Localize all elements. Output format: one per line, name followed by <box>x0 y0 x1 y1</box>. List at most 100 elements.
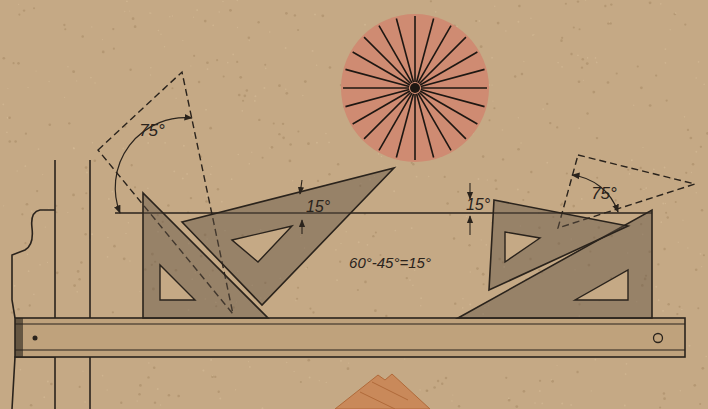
grain-dot <box>131 164 133 166</box>
grain-dot <box>282 123 284 125</box>
grain-dot <box>687 247 688 248</box>
grain-dot <box>517 188 519 190</box>
grain-dot <box>674 13 677 16</box>
grain-dot <box>607 22 609 24</box>
grain-dot <box>404 358 405 359</box>
grain-dot <box>177 395 180 398</box>
grain-dot <box>122 148 124 150</box>
grain-dot <box>231 178 233 180</box>
grain-dot <box>229 9 232 12</box>
grain-dot <box>515 405 518 408</box>
grain-dot <box>514 75 516 77</box>
grain-dot <box>17 308 19 310</box>
grain-dot <box>596 137 598 139</box>
grain-dot <box>211 166 212 167</box>
grain-dot <box>660 221 662 223</box>
grain-dot <box>138 393 140 395</box>
grain-dot <box>495 188 497 190</box>
grain-dot <box>173 170 175 172</box>
grain-dot <box>150 74 152 76</box>
grain-dot <box>491 57 493 59</box>
grain-dot <box>296 298 298 300</box>
grain-dot <box>107 237 109 239</box>
grain-dot <box>336 279 338 281</box>
grain-dot <box>665 212 667 214</box>
grain-dot <box>292 180 293 181</box>
grain-dot <box>30 404 33 407</box>
grain-dot <box>157 388 159 390</box>
grain-dot <box>420 305 422 307</box>
grain-dot <box>160 404 162 406</box>
grain-dot <box>640 188 642 190</box>
spoke <box>379 26 412 83</box>
grain-dot <box>570 53 572 55</box>
grain-dot <box>265 68 267 70</box>
grain-dot <box>657 263 659 265</box>
grain-dot <box>561 37 563 39</box>
spoke <box>421 87 487 89</box>
grain-dot <box>666 99 668 101</box>
t-square-blade <box>15 318 685 357</box>
grain-dot <box>662 310 664 312</box>
grain-dot <box>412 284 414 286</box>
grain-dot <box>566 172 568 174</box>
grain-dot <box>494 5 496 7</box>
grain-dot <box>158 30 160 32</box>
grain-dot <box>33 294 35 296</box>
grain-dot <box>663 397 666 400</box>
grain-dot <box>610 3 612 5</box>
grain-dot <box>285 92 288 95</box>
grain-dot <box>494 179 496 181</box>
grain-dot <box>24 242 26 244</box>
grain-dot <box>381 156 383 158</box>
drawing-board-edge <box>12 160 90 409</box>
grain-dot <box>520 142 521 143</box>
grain-dot <box>458 405 460 407</box>
grain-dot <box>148 362 150 364</box>
grain-dot <box>492 100 493 101</box>
grain-dot <box>396 165 398 167</box>
grain-dot <box>217 188 219 190</box>
grain-dot <box>107 256 109 258</box>
grain-dot <box>7 88 8 89</box>
grain-dot <box>457 191 459 193</box>
spoke <box>396 18 413 82</box>
30-60-triangle <box>182 168 394 305</box>
grain-dot <box>696 192 697 193</box>
grain-dot <box>72 194 75 197</box>
spoke <box>420 91 477 124</box>
grain-dot <box>171 87 173 89</box>
grain-dot <box>609 22 611 24</box>
grain-dot <box>412 163 414 165</box>
grain-dot <box>700 253 702 255</box>
grain-dot <box>497 22 500 25</box>
grain-dot <box>202 369 204 371</box>
grain-dot <box>335 249 337 251</box>
grain-dot <box>348 362 349 363</box>
grain-dot <box>701 266 702 267</box>
grain-dot <box>134 186 136 188</box>
grain-dot <box>236 61 238 63</box>
grain-dot <box>307 359 310 362</box>
grain-dot <box>337 163 339 165</box>
grain-dot <box>282 137 285 140</box>
grain-dot <box>38 148 40 150</box>
grain-dot <box>665 48 667 50</box>
spoke <box>417 94 434 158</box>
grain-dot <box>183 145 185 147</box>
grain-dot <box>8 116 11 119</box>
grain-dot <box>255 95 257 97</box>
grain-dot <box>357 289 359 291</box>
grain-dot <box>13 62 15 64</box>
grain-dot <box>466 216 468 218</box>
grain-dot <box>364 24 366 26</box>
grain-dot <box>570 404 572 406</box>
grain-dot <box>271 146 274 149</box>
spoke <box>353 52 410 85</box>
grain-dot <box>517 21 519 23</box>
grain-dot <box>631 159 633 161</box>
grain-dot <box>645 187 647 189</box>
grain-dot <box>20 369 22 371</box>
grain-dot <box>120 402 122 404</box>
grain-dot <box>112 207 114 209</box>
